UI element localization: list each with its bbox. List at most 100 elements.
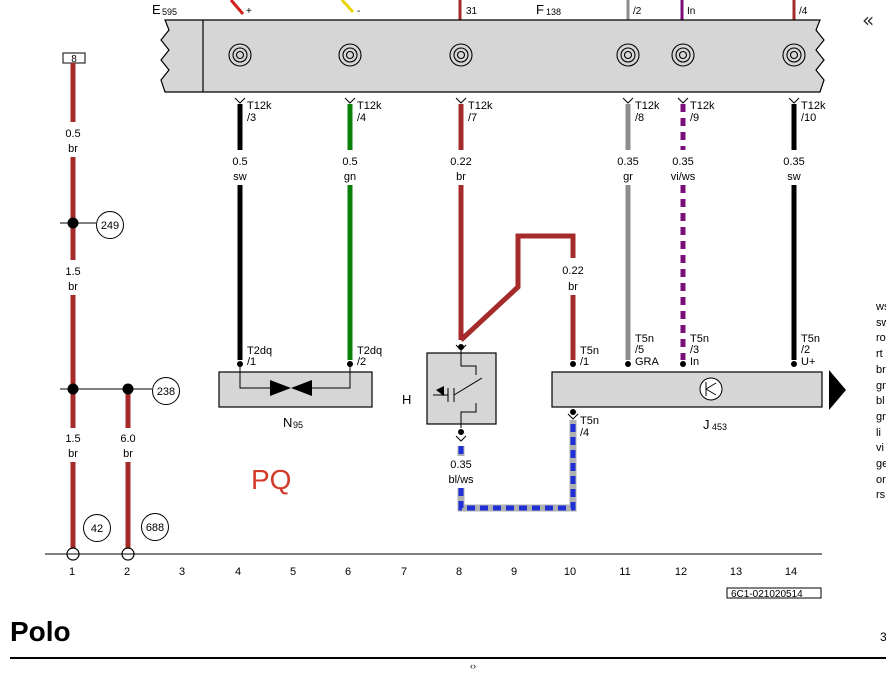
wire-color-left-bot: br <box>68 448 78 460</box>
ruler-4: 4 <box>235 566 241 578</box>
wire-size-h-j453: 0.22 <box>562 265 583 277</box>
j453-pin5-code: T5n <box>635 333 654 345</box>
e595-label: E <box>152 2 161 17</box>
wire-color-left-mid: br <box>68 281 78 293</box>
bottom-divider <box>10 657 886 659</box>
j453-pin4-code: T5n <box>580 415 599 427</box>
diagram-id: 6C1-021020514 <box>731 589 803 600</box>
bottom-mark: ‹› <box>470 661 476 671</box>
ruler-2: 2 <box>124 566 130 578</box>
j453-pin5-sig: GRA <box>635 356 660 368</box>
legend-item: sw <box>876 316 886 329</box>
j453-sub: 453 <box>712 422 727 432</box>
top-label-2: /2 <box>633 6 642 17</box>
left-column: 8 <box>60 52 152 561</box>
t12k-code-col6: T12k <box>357 100 382 112</box>
wire-labels: 0.5 sw 0.5 gn 0.22 br 0.35 gr 0.35 vi/ws… <box>232 156 804 486</box>
legend-item: ws <box>876 301 886 313</box>
j453-pin3-sig: In <box>690 356 699 368</box>
legend-item: ge <box>876 458 886 471</box>
contact-symbol-col8 <box>449 43 473 67</box>
h-arrow <box>436 386 444 396</box>
ruler-14: 14 <box>785 566 797 578</box>
color-legend-panel: ws sw ro rt br gn bl gr li vi ge or rs <box>876 300 886 504</box>
j453-pin4-num: /4 <box>580 427 589 439</box>
ruler-5: 5 <box>290 566 296 578</box>
wire-color-bl-ws: bl/ws <box>448 474 474 486</box>
j453-pin2-code: T5n <box>801 333 820 345</box>
ruler-3: 3 <box>179 566 185 578</box>
n95-sub: 95 <box>293 420 303 430</box>
wire-size-col4: 0.5 <box>232 156 247 168</box>
wires <box>237 104 797 512</box>
reference-circles: 249 238 42 688 <box>83 211 180 542</box>
pq-label: PQ <box>251 464 291 495</box>
j453-label: J <box>703 417 710 432</box>
wire-size-bl-ws: 0.35 <box>450 459 471 471</box>
e595-sub: 595 <box>162 7 177 17</box>
n95-pin2-num: /2 <box>357 356 366 368</box>
legend-item: rt <box>876 348 883 361</box>
ruler-7: 7 <box>401 566 407 578</box>
wire-color-col6: gn <box>344 171 356 183</box>
e595-housing <box>160 19 825 93</box>
ref-688: 688 <box>146 522 164 534</box>
wire-size-left-mid: 1.5 <box>65 266 80 278</box>
f138-label: F <box>536 2 544 17</box>
wire-size-left-bot: 1.5 <box>65 433 80 445</box>
n95-pin1-num: /1 <box>247 356 256 368</box>
ref-42: 42 <box>91 523 103 535</box>
wire-size-col8: 0.22 <box>450 156 471 168</box>
top-pin-plus: + <box>246 6 252 17</box>
t12k-code-col14: T12k <box>801 100 826 112</box>
contact-symbol-col14 <box>782 43 806 67</box>
ruler-6: 6 <box>345 566 351 578</box>
t12k-pin-col6: /4 <box>357 112 366 124</box>
legend-item: li <box>876 426 881 439</box>
top-leads <box>229 0 796 20</box>
continuation-arrow <box>829 370 846 410</box>
wire-color-col11: gr <box>623 171 633 183</box>
n95-pin1-code: T2dq <box>247 345 272 357</box>
contact-symbol-col6 <box>338 43 362 67</box>
diagram-id-box <box>726 587 822 599</box>
collapse-panel-button[interactable]: « <box>862 8 875 32</box>
t12k-code-col4: T12k <box>247 100 272 112</box>
j453-pin1-code: T5n <box>580 345 599 357</box>
wire-color-left-top: br <box>68 143 78 155</box>
wire-size-col14: 0.35 <box>783 156 804 168</box>
ruler-8: 8 <box>456 566 462 578</box>
ruler-1: 1 <box>69 566 75 578</box>
j453-pin2-num: /2 <box>801 344 810 356</box>
left-column-labels: 0.5 br 1.5 br 1.5 br 6.0 br <box>65 128 135 460</box>
wire-bl-ws <box>458 420 576 511</box>
contact-symbols <box>228 43 806 67</box>
n95-label: N <box>283 415 292 430</box>
legend-item: gr <box>876 410 886 423</box>
junction-238b <box>122 383 134 395</box>
t12k-code-col8: T12k <box>468 100 493 112</box>
wire-size-col12: 0.35 <box>672 156 693 168</box>
t12k-pin-col14: /10 <box>801 112 816 124</box>
t12k-pin-col12: /9 <box>690 112 699 124</box>
legend-item: ro <box>876 332 886 345</box>
wire-color-col2: br <box>123 448 133 460</box>
t12k-pin-col8: /7 <box>468 112 477 124</box>
ref-249: 249 <box>101 220 119 232</box>
wire-size-col11: 0.35 <box>617 156 638 168</box>
legend-item: rs <box>876 489 886 502</box>
ref-238: 238 <box>157 386 175 398</box>
t12k-code-col11: T12k <box>635 100 660 112</box>
ruler-12: 12 <box>675 566 687 578</box>
n95-valve-right <box>291 380 312 396</box>
top-label-31: 31 <box>466 6 478 17</box>
wire-h-to-j453 <box>459 233 576 342</box>
legend-item: bl <box>876 395 885 408</box>
wire-color-col12: vi/ws <box>671 171 696 183</box>
top-labels: + - 31 /2 In /4 <box>246 6 808 17</box>
top-label-in: In <box>687 6 695 17</box>
wire-size-col6: 0.5 <box>342 156 357 168</box>
legend-item: vi <box>876 442 884 455</box>
h-label: H <box>402 392 411 407</box>
